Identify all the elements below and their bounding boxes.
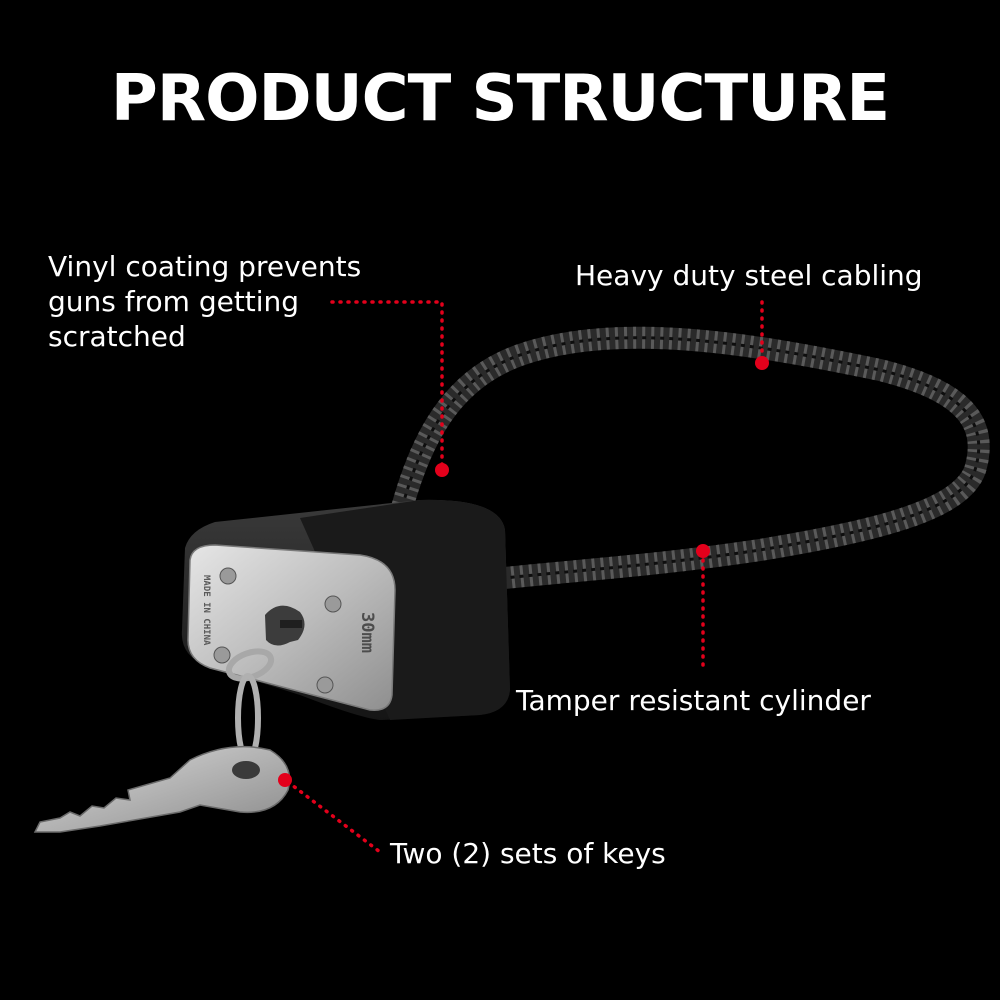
steel-cable	[389, 326, 990, 589]
keyhole-icon	[265, 605, 305, 646]
page-title: PRODUCT STRUCTURE	[110, 62, 890, 136]
lock-origin-marking: MADE IN CHINA	[201, 575, 211, 646]
callout-leaders	[286, 300, 764, 854]
anchor-dot-cabling	[755, 356, 769, 370]
callout-keys: Two (2) sets of keys	[390, 837, 666, 870]
callout-vinyl-line-1: Vinyl coating prevents	[48, 250, 362, 283]
rivet-icon	[324, 595, 342, 613]
rivet-icon	[213, 646, 231, 664]
key-icon	[33, 745, 291, 833]
rivet-icon	[219, 567, 237, 585]
callout-tamper-cylinder: Tamper resistant cylinder	[516, 684, 871, 717]
anchor-dot-keys	[278, 773, 292, 787]
lock-size-marking: 30mm	[357, 612, 377, 653]
lock-face-plate: 30mm MADE IN CHINA	[187, 544, 396, 711]
callout-steel-cabling: Heavy duty steel cabling	[575, 259, 923, 292]
anchor-dot-vinyl	[435, 463, 449, 477]
callout-vinyl-line-2: guns from getting	[48, 285, 300, 318]
rivet-icon	[316, 676, 334, 694]
anchor-dot-cylinder	[696, 544, 710, 558]
callout-vinyl-line-3: scratched	[48, 320, 186, 353]
callout-vinyl-coating: Vinyl coating prevents guns from getting…	[48, 249, 361, 354]
leader-keys	[286, 780, 382, 854]
